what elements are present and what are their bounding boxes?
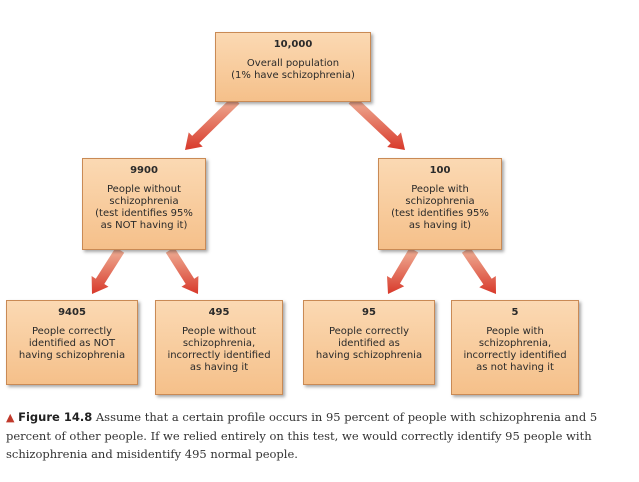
node-desc-line: Overall population xyxy=(246,58,340,69)
node-desc-line: (test identifies 95% xyxy=(95,208,193,219)
node-count: 5 xyxy=(511,307,519,318)
node-false-positives: 495 People without schizophrenia, incorr… xyxy=(155,300,283,395)
node-desc-line: schizophrenia, xyxy=(478,338,552,349)
node-count: 95 xyxy=(362,307,376,318)
node-desc-line: having schizophrenia xyxy=(315,350,423,361)
node-desc-line: (1% have schizophrenia) xyxy=(231,70,355,81)
node-with-schizophrenia: 100 People with schizophrenia (test iden… xyxy=(378,158,502,250)
arrow-root-to-without xyxy=(185,96,240,150)
node-desc-line: as having it) xyxy=(408,220,472,231)
node-desc-line: People without xyxy=(107,184,181,195)
node-desc-line: People without xyxy=(182,326,256,337)
node-true-positives: 95 People correctly identified as having… xyxy=(303,300,435,385)
node-without-schizophrenia: 9900 People without schizophrenia (test … xyxy=(82,158,206,250)
node-false-negatives: 5 People with schizophrenia, incorrectly… xyxy=(451,300,579,395)
node-desc-line: People with xyxy=(486,326,544,337)
node-desc-line: schizophrenia, xyxy=(182,338,256,349)
node-desc-line: incorrectly identified xyxy=(167,350,271,361)
node-desc-line: having schizophrenia xyxy=(18,350,126,361)
node-desc-line: schizophrenia xyxy=(405,196,475,207)
node-desc-line: (test identifies 95% xyxy=(391,208,489,219)
node-count: 9900 xyxy=(130,165,158,176)
caption-text: Assume that a certain profile occurs in … xyxy=(6,410,598,461)
node-desc-line: People correctly xyxy=(328,326,410,337)
triangle-marker-icon: ▲ xyxy=(6,411,15,424)
node-count: 495 xyxy=(208,307,230,318)
node-desc-line: schizophrenia xyxy=(109,196,179,207)
figure-label: Figure 14.8 xyxy=(18,410,93,424)
node-count: 10,000 xyxy=(273,39,313,50)
arrow-with-to-fn xyxy=(461,247,496,294)
node-true-negatives: 9405 People correctly identified as NOT … xyxy=(6,300,138,385)
arrow-without-to-fp xyxy=(165,247,199,294)
node-count: 9405 xyxy=(58,307,86,318)
arrow-with-to-tp xyxy=(387,247,419,294)
node-desc-line: as NOT having it) xyxy=(100,220,188,231)
node-overall-population: 10,000 Overall population (1% have schiz… xyxy=(215,32,371,102)
node-desc-line: incorrectly identified xyxy=(463,350,567,361)
node-desc-line: as having it xyxy=(189,362,249,373)
arrow-root-to-with xyxy=(348,96,405,150)
node-desc-line: as not having it xyxy=(476,362,554,373)
figure-caption: ▲ Figure 14.8 Assume that a certain prof… xyxy=(6,408,634,463)
arrow-without-to-tn xyxy=(91,247,125,294)
node-count: 100 xyxy=(429,165,451,176)
node-desc-line: identified as NOT xyxy=(28,338,116,349)
node-desc-line: identified as xyxy=(338,338,400,349)
node-desc-line: People with xyxy=(411,184,469,195)
node-desc-line: People correctly xyxy=(31,326,113,337)
